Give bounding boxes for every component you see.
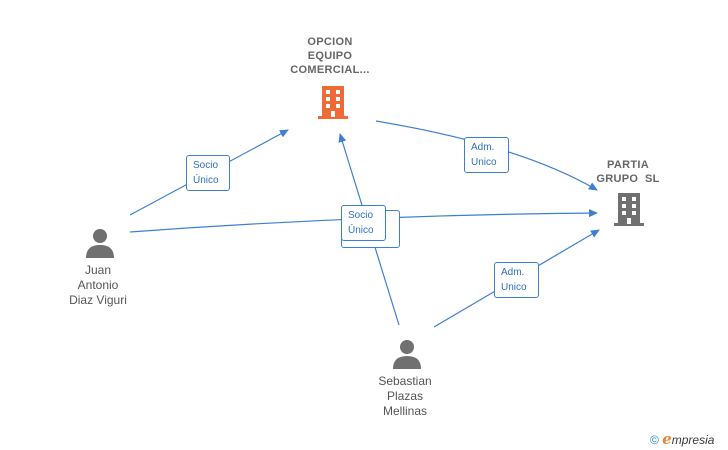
company-name-line: PARTIA	[607, 159, 649, 171]
person-name-line: Mellinas	[382, 404, 427, 418]
brand-footer: © empresia	[650, 430, 714, 448]
person-icon	[391, 338, 423, 375]
relation-type: Único	[348, 225, 374, 236]
company-label-partia[interactable]: PARTIA GRUPO SL	[578, 158, 678, 186]
building-icon	[612, 191, 646, 232]
company-name-line: COMERCIAL...	[290, 64, 370, 76]
person-name-line: Plazas	[386, 389, 424, 403]
person-icon	[84, 227, 116, 264]
person-name-line: Juan	[84, 263, 112, 277]
person-name-line: Diaz Viguri	[69, 293, 127, 307]
brand-logo-e: e	[662, 430, 672, 448]
relation-type: Adm.	[471, 142, 495, 153]
edge-label-sebastian-partia[interactable]: Adm. Unico	[494, 262, 539, 298]
copyright-symbol: ©	[650, 433, 659, 447]
person-name-line: Antonio	[77, 278, 119, 292]
edge-label-juan-opcion[interactable]: Socio Único	[186, 155, 230, 191]
relation-type: Unico	[501, 282, 527, 293]
person-label-juan[interactable]: Juan Antonio Diaz Viguri	[50, 263, 146, 308]
edge-label-center[interactable]: Socio Único	[341, 205, 386, 241]
company-name-line: OPCION	[307, 36, 353, 48]
relation-type: Socio	[348, 210, 374, 221]
company-name-line: EQUIPO	[307, 50, 353, 62]
relation-type: Adm.	[501, 267, 525, 278]
relation-type: Socio	[193, 160, 219, 171]
edge-label-opcion-partia[interactable]: Adm. Unico	[464, 137, 509, 173]
building-icon	[316, 84, 350, 125]
company-label-opcion[interactable]: OPCION EQUIPO COMERCIAL...	[270, 35, 390, 77]
person-label-sebastian[interactable]: Sebastian Plazas Mellinas	[357, 374, 453, 419]
person-name-line: Sebastian	[378, 374, 432, 388]
relation-type: Único	[193, 175, 219, 186]
company-name-line: GRUPO SL	[596, 173, 660, 185]
relation-type: Unico	[471, 157, 497, 168]
brand-name: mpresia	[671, 433, 715, 447]
